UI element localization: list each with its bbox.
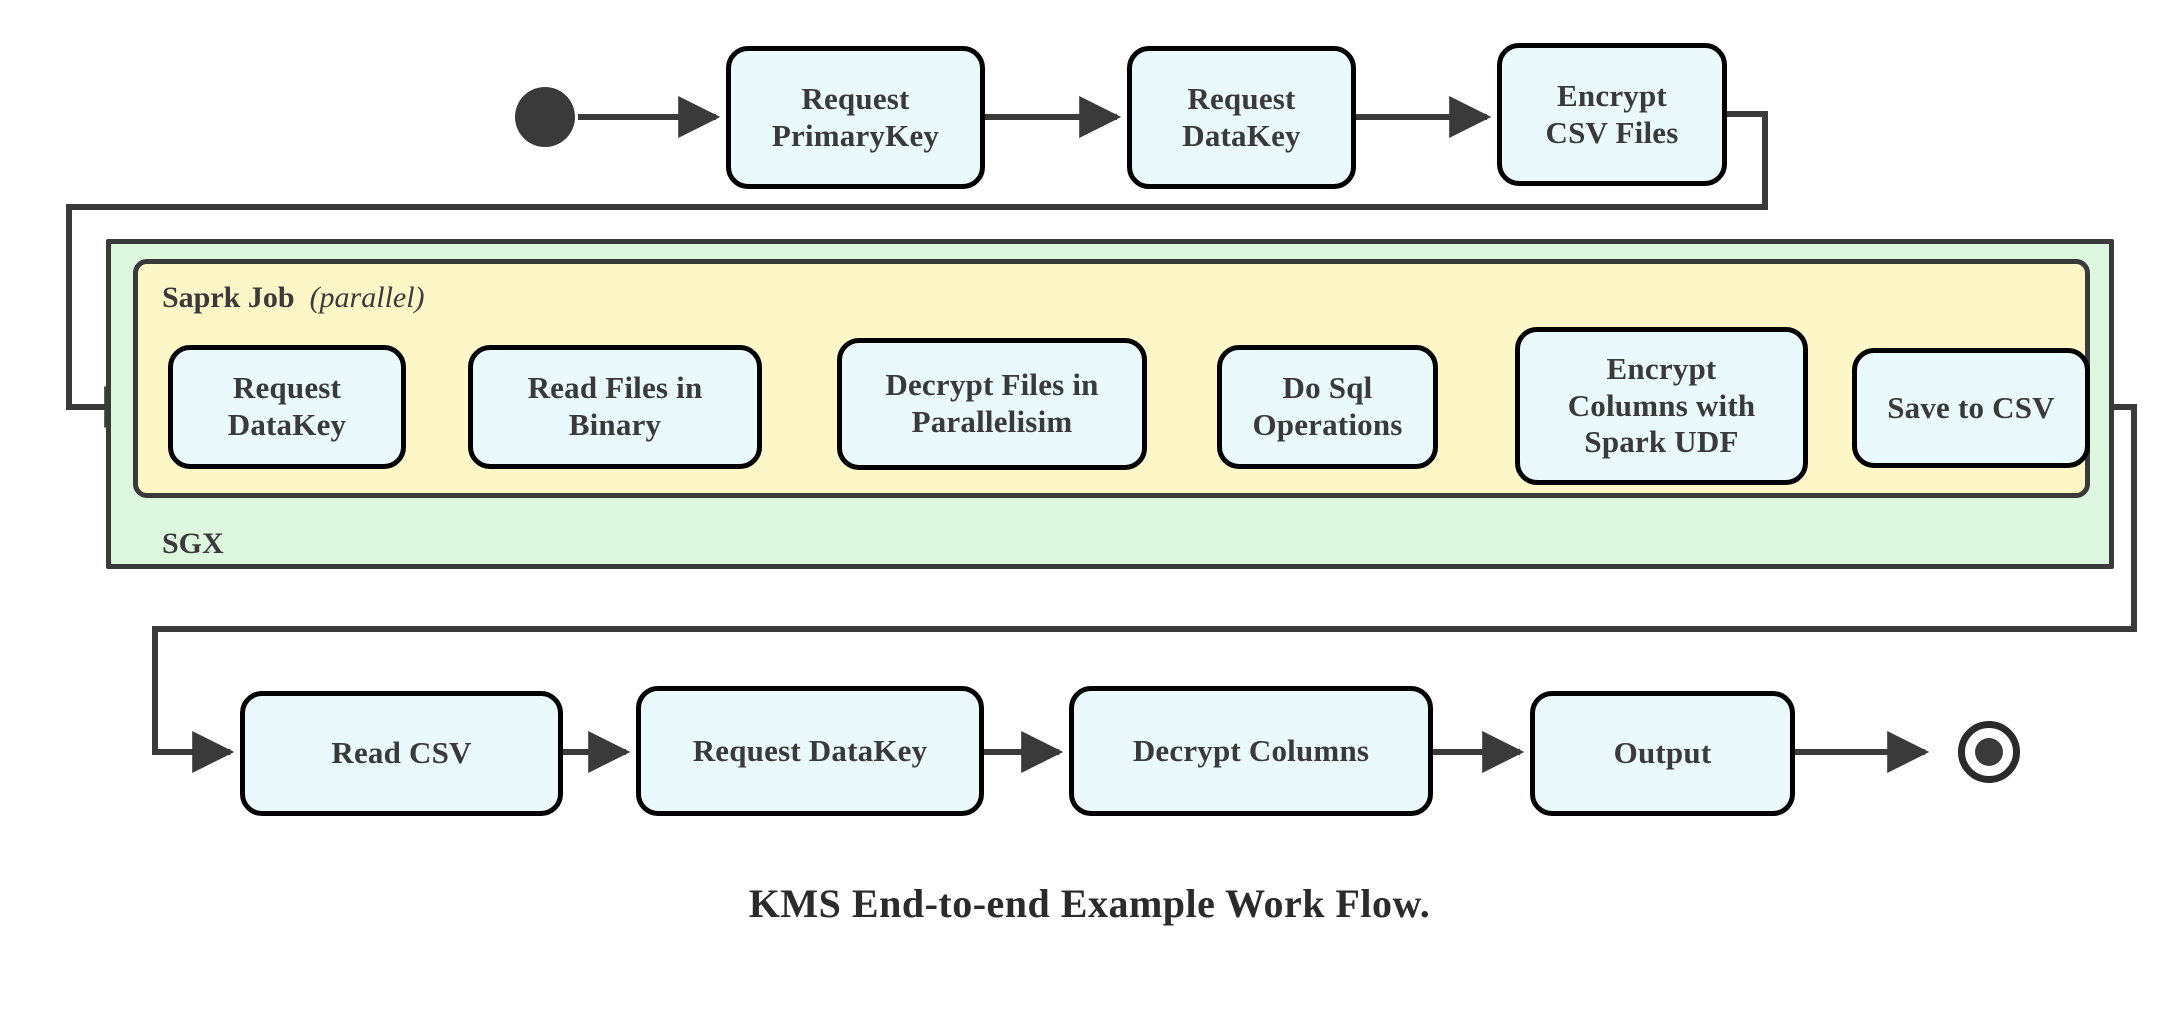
sgx-label: SGX [162,527,224,561]
spark-job-label-text: Saprk Job [162,281,295,314]
node-label: Read CSV [331,735,472,771]
node-label: Do Sql Operations [1252,370,1403,442]
diagram-caption: KMS End-to-end Example Work Flow. [748,881,1431,926]
node-decrypt-columns[interactable]: Decrypt Columns [1069,686,1433,816]
node-request-primarykey[interactable]: Request PrimaryKey [726,46,985,189]
node-read-files-in-binary[interactable]: Read Files in Binary [468,345,762,469]
node-decrypt-files-in-parallelisim[interactable]: Decrypt Files in Parallelisim [837,338,1147,470]
node-request-datakey-top[interactable]: Request DataKey [1127,46,1356,189]
node-label: Request DataKey [692,732,928,768]
node-encrypt-columns-with-spark-udf[interactable]: Encrypt Columns with Spark UDF [1515,327,1808,485]
start-node [515,87,575,147]
node-label: Request DataKey [227,370,347,442]
node-request-datakey-spark[interactable]: Request DataKey [168,345,406,469]
node-encrypt-csv-files[interactable]: Encrypt CSV Files [1497,43,1727,186]
spark-job-label: Saprk Job (parallel) [162,281,425,315]
spark-job-label-parallel: (parallel) [309,281,425,314]
node-label: Read Files in Binary [527,370,703,442]
node-do-sql-operations[interactable]: Do Sql Operations [1217,345,1438,469]
node-output[interactable]: Output [1530,691,1795,816]
node-label: Decrypt Columns [1132,732,1370,768]
node-save-to-csv[interactable]: Save to CSV [1852,348,2090,468]
node-label: Encrypt CSV Files [1545,77,1679,150]
node-label: Request PrimaryKey [771,80,940,153]
node-label: Save to CSV [1887,389,2055,425]
sgx-label-text: SGX [162,527,224,560]
end-node [1958,721,2020,783]
node-label: Request DataKey [1182,80,1301,153]
node-request-datakey-bottom[interactable]: Request DataKey [636,686,984,816]
node-read-csv[interactable]: Read CSV [240,691,563,816]
node-label: Encrypt Columns with Spark UDF [1567,351,1756,460]
end-node-inner-dot [1975,738,2003,766]
node-label: Output [1613,735,1712,771]
node-label: Decrypt Files in Parallelisim [885,367,1099,439]
